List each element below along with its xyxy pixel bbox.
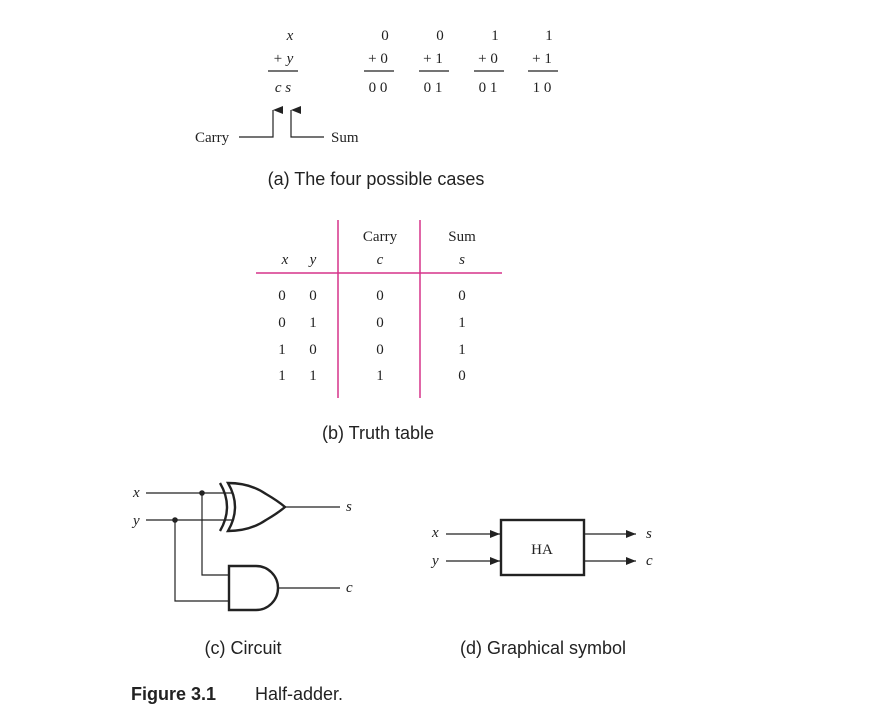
truth-table: Carry Sum x y c s 0 0 0 0 0 1 0 1 1 0 0 … — [256, 220, 502, 443]
header-sum: Sum — [448, 229, 476, 245]
cell-s: 1 — [458, 315, 466, 331]
table-row: 1 0 0 1 — [278, 342, 466, 358]
col-x: x — [281, 252, 289, 268]
caption-d: (d) Graphical symbol — [460, 638, 626, 658]
table-row: 1 1 1 0 — [278, 368, 466, 384]
circuit-input-x: x — [132, 485, 140, 501]
case-3-result: 0 1 — [479, 80, 498, 96]
col-s: s — [459, 252, 465, 268]
cell-y: 1 — [309, 368, 317, 384]
symbol-output-s: s — [646, 526, 652, 542]
sum-pointer — [290, 106, 324, 138]
table-row: 0 0 0 0 — [278, 288, 466, 304]
cell-s: 0 — [458, 288, 466, 304]
case-2-top: 0 — [436, 28, 444, 44]
carry-label: Carry — [195, 130, 230, 146]
cell-c: 0 — [376, 342, 384, 358]
case-4-bottom: + 1 — [532, 51, 552, 67]
table-row: 0 1 0 1 — [278, 315, 466, 331]
case-2-bottom: + 1 — [423, 51, 443, 67]
circuit-output-c: c — [346, 580, 353, 596]
caption-c: (c) Circuit — [205, 638, 282, 658]
operand-x: x — [286, 28, 294, 44]
case-1-bottom: + 0 — [368, 51, 388, 67]
case-4-top: 1 — [545, 28, 553, 44]
ha-label: HA — [531, 542, 553, 558]
cell-y: 0 — [309, 288, 317, 304]
cell-s: 0 — [458, 368, 466, 384]
wire-y-to-and — [174, 520, 229, 602]
case-2-result: 0 1 — [424, 80, 443, 96]
wire-x-to-and — [201, 493, 229, 576]
circuit-output-s: s — [346, 499, 352, 515]
case-3-bottom: + 0 — [478, 51, 498, 67]
cell-x: 1 — [278, 368, 286, 384]
carry-pointer — [239, 106, 283, 138]
circuit-input-y: y — [131, 513, 140, 529]
result-cs: c s — [275, 80, 291, 96]
cell-x: 1 — [278, 342, 286, 358]
cell-c: 1 — [376, 368, 384, 384]
symbol-output-c: c — [646, 553, 653, 569]
case-1-result: 0 0 — [369, 80, 388, 96]
caption-b: (b) Truth table — [322, 423, 434, 443]
cell-x: 0 — [278, 315, 286, 331]
cell-s: 1 — [458, 342, 466, 358]
col-y: y — [308, 252, 317, 268]
case-4-result: 1 0 — [533, 80, 552, 96]
col-c: c — [377, 252, 384, 268]
xor-gate-icon — [218, 481, 287, 533]
cell-x: 0 — [278, 288, 286, 304]
figure-title: Half-adder. — [255, 684, 343, 704]
symbol-input-x: x — [431, 525, 439, 541]
header-carry: Carry — [363, 229, 398, 245]
possible-cases: x + y c s 0 + 0 0 0 0 + 1 0 1 1 + 0 0 1 … — [195, 28, 558, 189]
cell-c: 0 — [376, 315, 384, 331]
cell-y: 1 — [309, 315, 317, 331]
operand-y: + y — [273, 51, 294, 67]
cell-y: 0 — [309, 342, 317, 358]
ha-block — [499, 518, 586, 577]
cell-c: 0 — [376, 288, 384, 304]
caption-a: (a) The four possible cases — [268, 169, 485, 189]
symbol-input-y: y — [430, 553, 439, 569]
graphical-symbol: x y HA s c (d) Graphical symbol — [430, 518, 653, 658]
circuit: x y s c (c) Circuit — [131, 481, 353, 658]
sum-label: Sum — [331, 130, 359, 146]
and-gate-icon — [227, 564, 280, 612]
case-1-top: 0 — [381, 28, 389, 44]
case-3-top: 1 — [491, 28, 499, 44]
figure-number: Figure 3.1 — [131, 684, 216, 704]
